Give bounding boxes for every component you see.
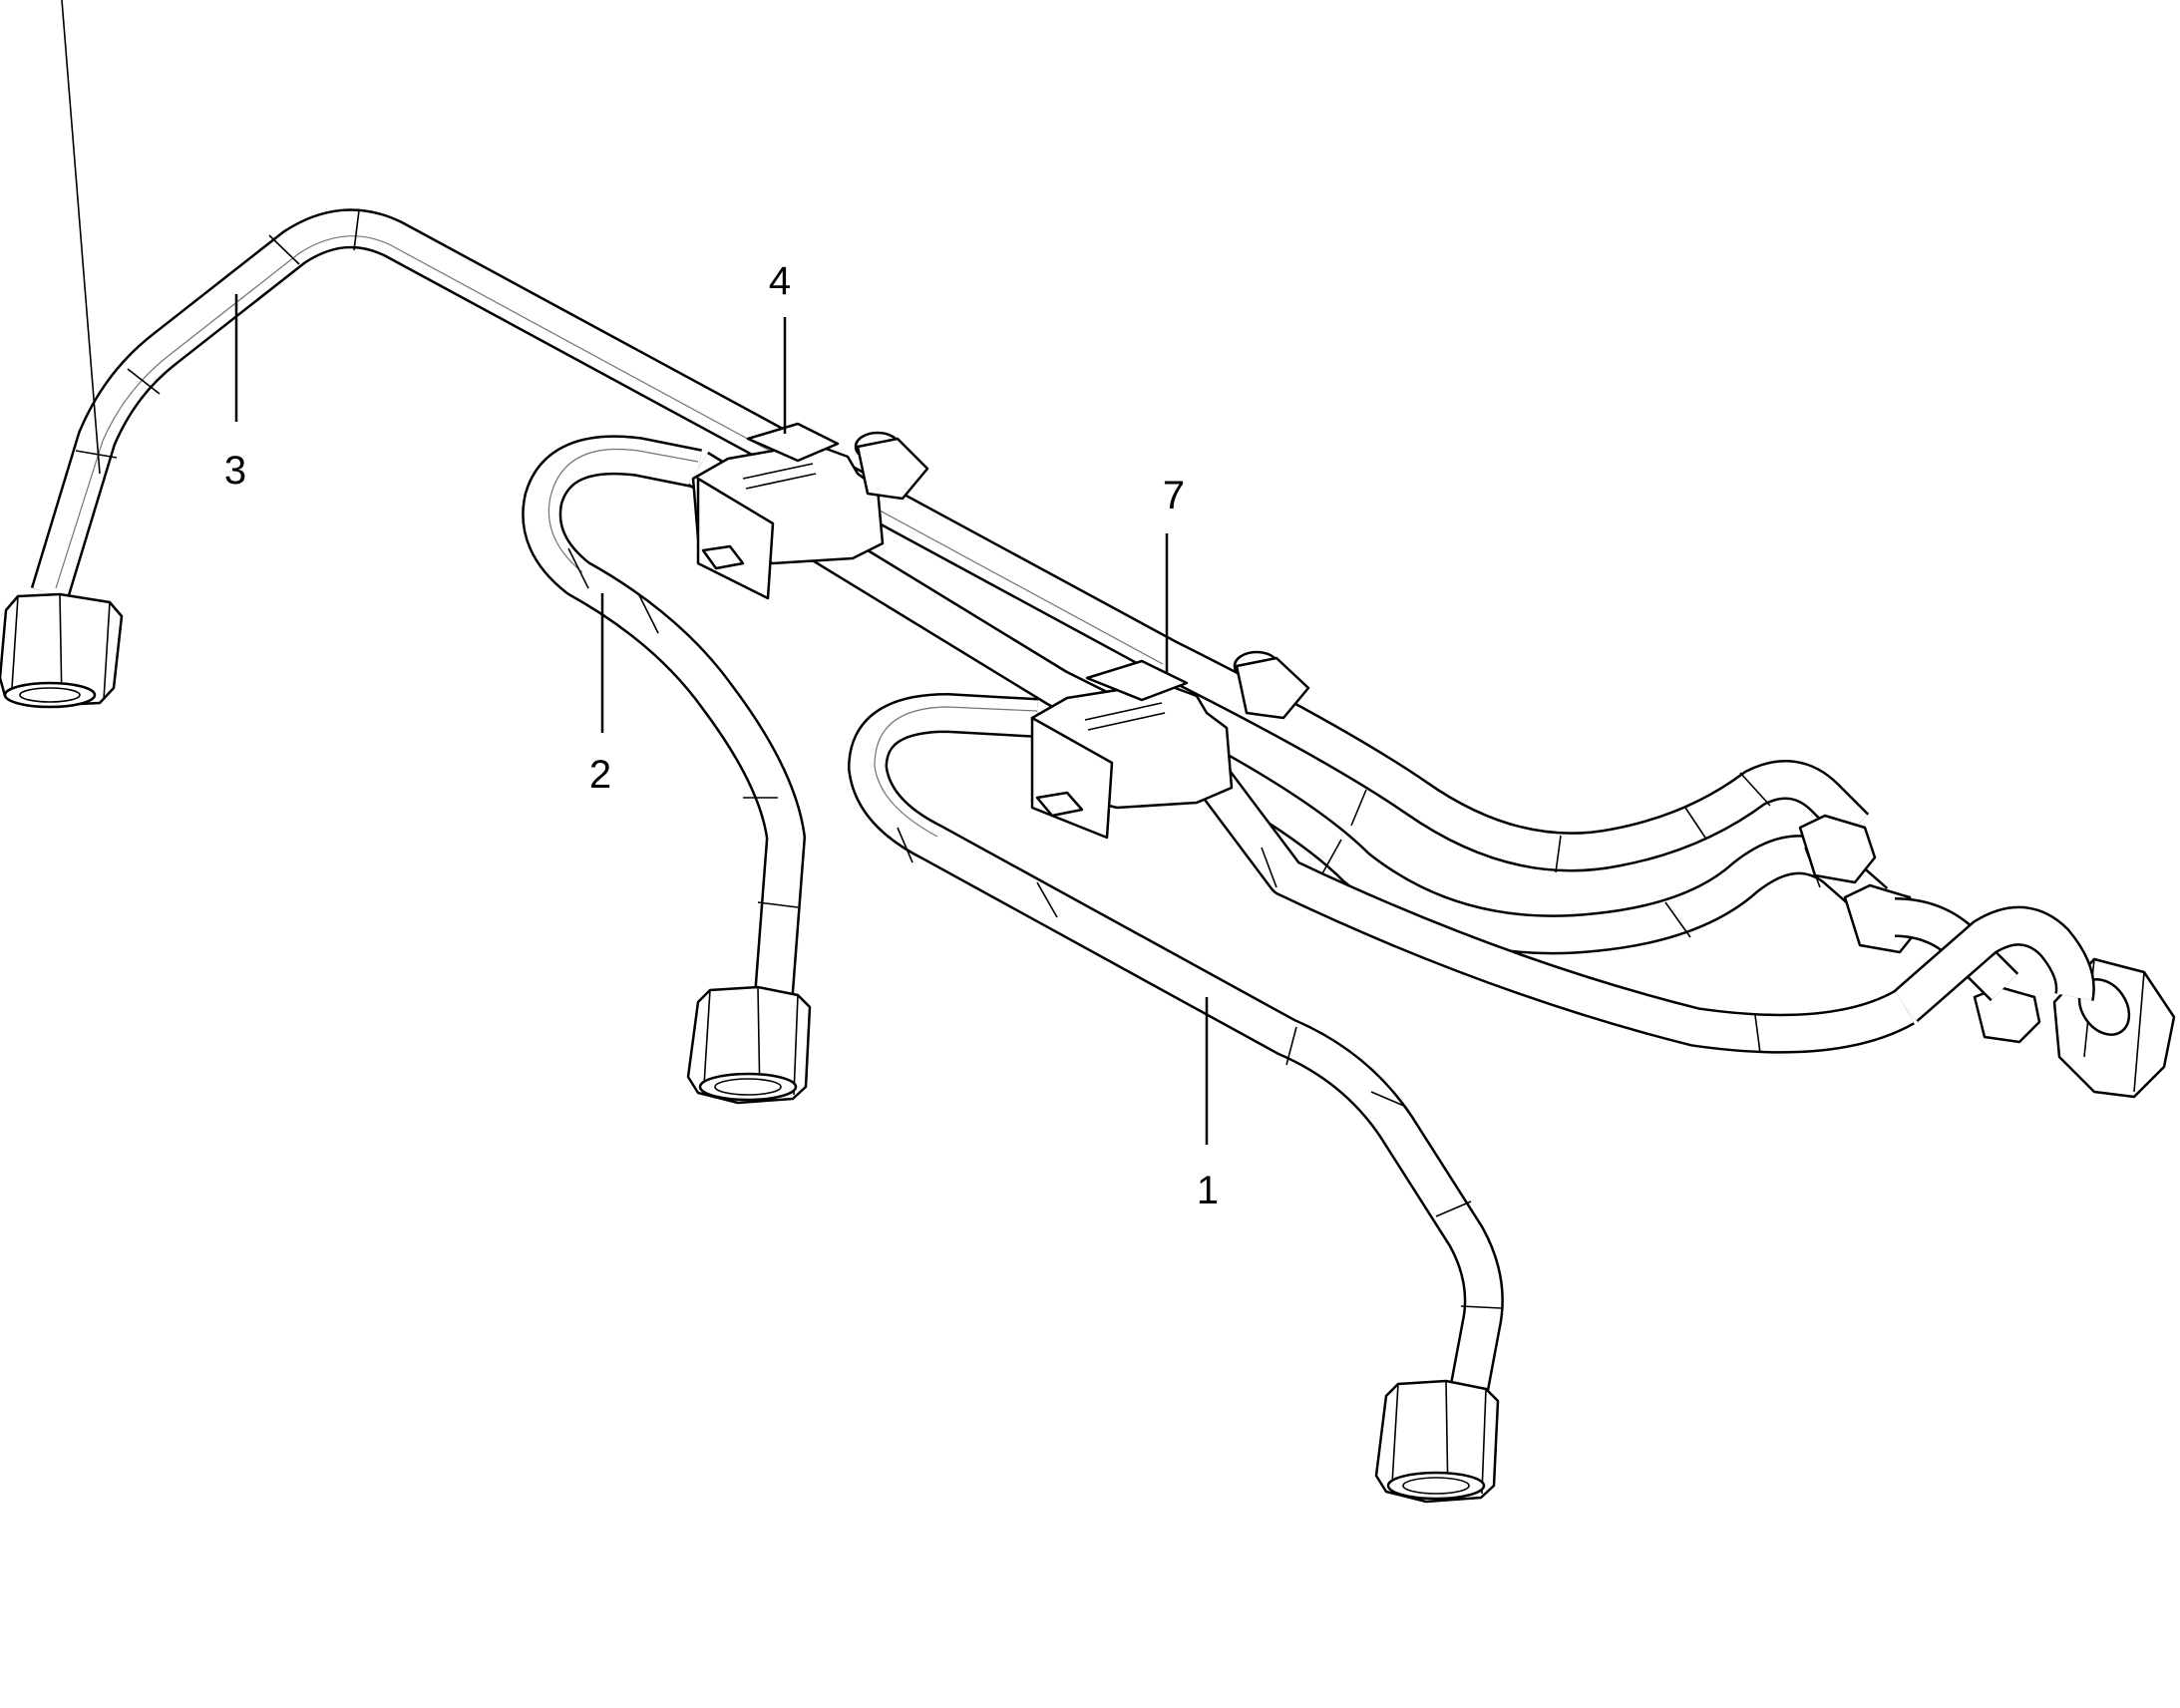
pipe-2 <box>522 435 806 1009</box>
callout-1: 1 <box>1197 1169 1219 1212</box>
pipe-lower-run <box>1181 746 1915 1054</box>
leader-lines <box>234 294 1209 1145</box>
callout-7: 7 <box>1163 474 1185 517</box>
pipe-3-nut <box>0 592 124 709</box>
pipe-2-nut <box>686 985 812 1105</box>
callout-3: 3 <box>224 449 246 493</box>
callout-2: 2 <box>589 753 611 797</box>
end-pipe-runs <box>1891 897 2095 1023</box>
pipe-3 <box>30 0 1870 873</box>
clamp-4 <box>691 422 929 600</box>
clamp-7 <box>1030 650 1310 840</box>
pipe-1-nut <box>1374 1379 1500 1504</box>
pipe-1 <box>848 693 1504 1410</box>
callout-4: 4 <box>769 259 791 303</box>
callout-labels: 4 3 7 2 1 <box>224 259 1219 1212</box>
